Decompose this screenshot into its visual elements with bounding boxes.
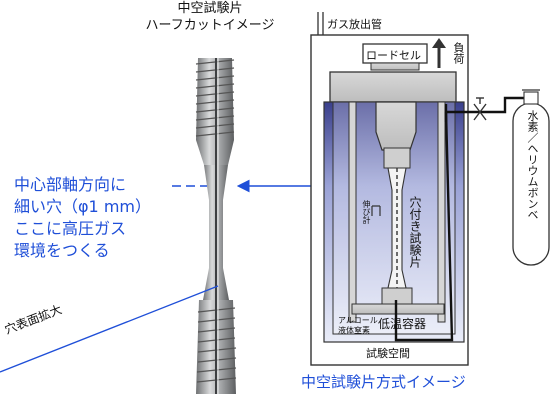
alcohol-label: アルコール bbox=[338, 316, 378, 325]
nitrogen-label: 液体窒素 bbox=[338, 326, 370, 335]
hole-leader-line bbox=[0, 285, 219, 373]
annotation-line-4: 環境をつくる bbox=[14, 241, 110, 260]
cryo-container-label: 低温容器 bbox=[378, 317, 427, 331]
stretch-gauge-label: 伸び計 bbox=[362, 200, 371, 224]
specimen-photo bbox=[195, 58, 237, 394]
test-space-label: 試験空間 bbox=[366, 347, 410, 360]
apparatus-schematic bbox=[310, 12, 550, 366]
annotation-line-2: 細い穴（φ1 mm） bbox=[14, 197, 151, 216]
annotation-line-1: 中心部軸方向に bbox=[14, 175, 127, 194]
annotation-line-3: ここに高圧ガス bbox=[14, 219, 127, 238]
load-cell-label: ロードセル bbox=[366, 49, 421, 62]
gas-pipe-label: ガス放出管 bbox=[327, 18, 382, 31]
load-label: 負荷 bbox=[452, 42, 465, 64]
gas-tank-label: 水素／ヘリウムボンベ bbox=[526, 110, 539, 220]
specimen-label: 穴付き試験片 bbox=[408, 196, 422, 268]
bottom-caption: 中空試験片方式イメージ bbox=[301, 373, 466, 391]
specimen-caption-line2: ハーフカットイメージ bbox=[145, 18, 275, 33]
specimen-caption-line1: 中空試験片 bbox=[177, 1, 243, 16]
